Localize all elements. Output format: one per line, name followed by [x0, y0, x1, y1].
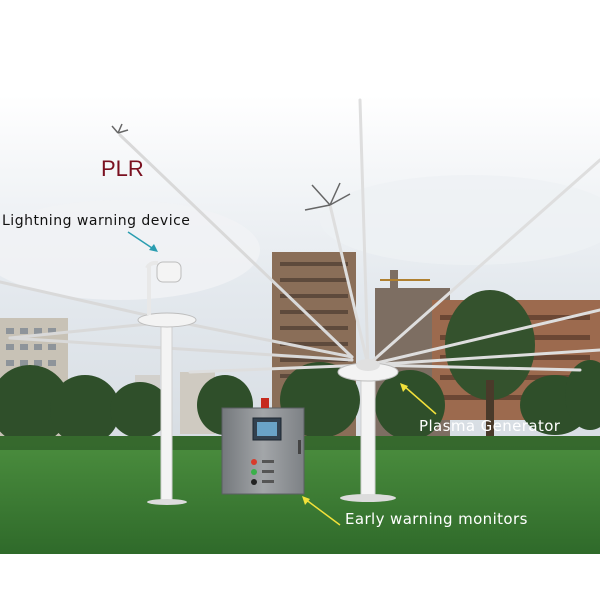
plasma-generator-rods	[188, 98, 600, 374]
lightning-warning-device-label: Lightning warning device	[2, 213, 191, 229]
early-warning-monitor-cabinet	[221, 398, 305, 495]
callout-arrows	[127, 231, 437, 526]
plr-label: PLR	[101, 156, 144, 181]
lightning-warning-device	[137, 260, 197, 505]
plr-rods	[0, 133, 354, 362]
plasma-generator	[337, 359, 399, 502]
rod-tip-brush	[111, 123, 351, 211]
plasma-generator-label: Plasma Generator	[419, 417, 561, 435]
early-warning-monitors-label: Early warning monitors	[345, 510, 528, 528]
